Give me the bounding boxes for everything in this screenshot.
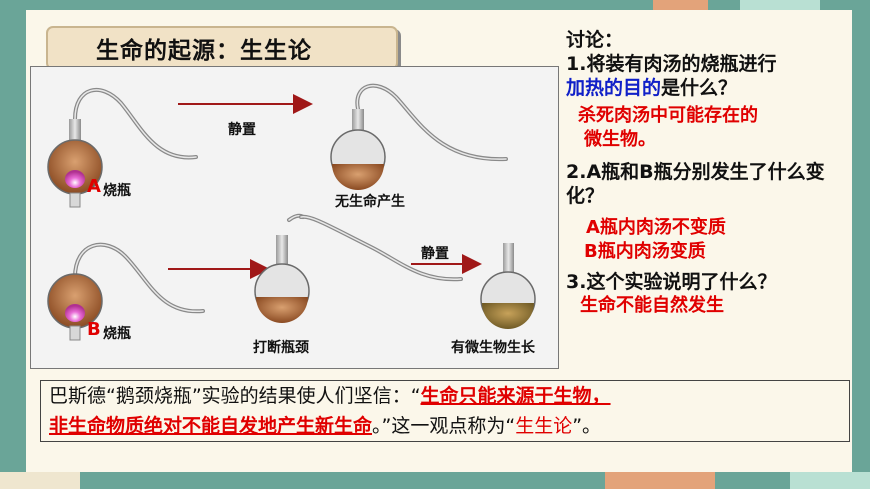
question-1-prefix: 1.将装有肉汤的烧瓶进行	[566, 53, 777, 75]
flask-a-label: 烧瓶	[103, 183, 131, 199]
conclusion-quote-1: 生命只能来源于生物，	[420, 385, 611, 407]
conclusion-part-2: 。”这一观点称为“	[372, 415, 516, 437]
conclusion-box: 巴斯德“鹅颈烧瓶”实验的结果使人们坚信：“生命只能来源于生物， 非生命物质绝对不…	[40, 380, 850, 442]
conclusion-part-1: 巴斯德“鹅颈烧瓶”实验的结果使人们坚信：“	[49, 385, 421, 407]
flask-b-label: 烧瓶	[103, 326, 131, 342]
deco-bottom-cream	[0, 472, 80, 489]
answer-1-line-1: 杀死肉汤中可能存在的	[578, 105, 758, 126]
discussion-heading: 讨论：	[566, 29, 624, 51]
conclusion-part-3: ”。	[572, 415, 602, 437]
flask-broken-neck	[254, 213, 463, 323]
question-2: 2.A瓶和B瓶分别发生了什么变化？	[566, 161, 825, 207]
question-1-suffix: 是什么？	[661, 77, 738, 99]
answer-2-line-2: B瓶内肉汤变质	[584, 241, 706, 262]
question-1: 1.将装有肉汤的烧瓶进行 加热的目的是什么？	[566, 52, 856, 100]
flask-b-letter: B	[87, 319, 101, 340]
flask-spoiled	[480, 243, 536, 329]
experiment-panel: 静置 A 烧瓶 无生命产生 静置 B 烧瓶 打断瓶颈 有微生物生长	[30, 66, 559, 369]
flask-a-heated	[47, 87, 198, 208]
answer-2: A瓶内肉汤不变质 B瓶内肉汤变质	[584, 216, 856, 264]
answer-1: 杀死肉汤中可能存在的 微生物。	[578, 104, 856, 152]
discussion-panel: 讨论： 1.将装有肉汤的烧瓶进行 加热的目的是什么？ 杀死肉汤中可能存在的 微生…	[566, 28, 856, 318]
arrow-2-label: 静置	[421, 246, 449, 262]
flask-b-heated	[47, 242, 205, 341]
experiment-illustration	[47, 83, 536, 341]
arrow-1-label: 静置	[228, 122, 256, 138]
conclusion-term: 生生论	[515, 415, 573, 437]
page-title: 生命的起源：生生论	[96, 38, 312, 64]
result-a-label: 无生命产生	[335, 194, 405, 210]
question-1-highlight: 加热的目的	[566, 77, 662, 99]
answer-2-line-1: A瓶内肉汤不变质	[586, 217, 726, 238]
flask-a-result	[330, 83, 508, 190]
deco-bottom-mint	[790, 472, 870, 489]
deco-bottom-orange	[605, 472, 715, 489]
answer-1-line-2: 微生物。	[584, 129, 656, 150]
broken-neck-label: 打断瓶颈	[253, 340, 309, 356]
conclusion-quote-2: 非生命物质绝对不能自发地产生新生命	[49, 415, 373, 437]
title-box: 生命的起源：生生论	[46, 26, 398, 70]
flask-a-letter: A	[87, 176, 101, 197]
question-3: 3.这个实验说明了什么？	[566, 271, 777, 293]
answer-3: 生命不能自然发生	[580, 295, 724, 316]
result-b-label: 有微生物生长	[451, 340, 535, 356]
